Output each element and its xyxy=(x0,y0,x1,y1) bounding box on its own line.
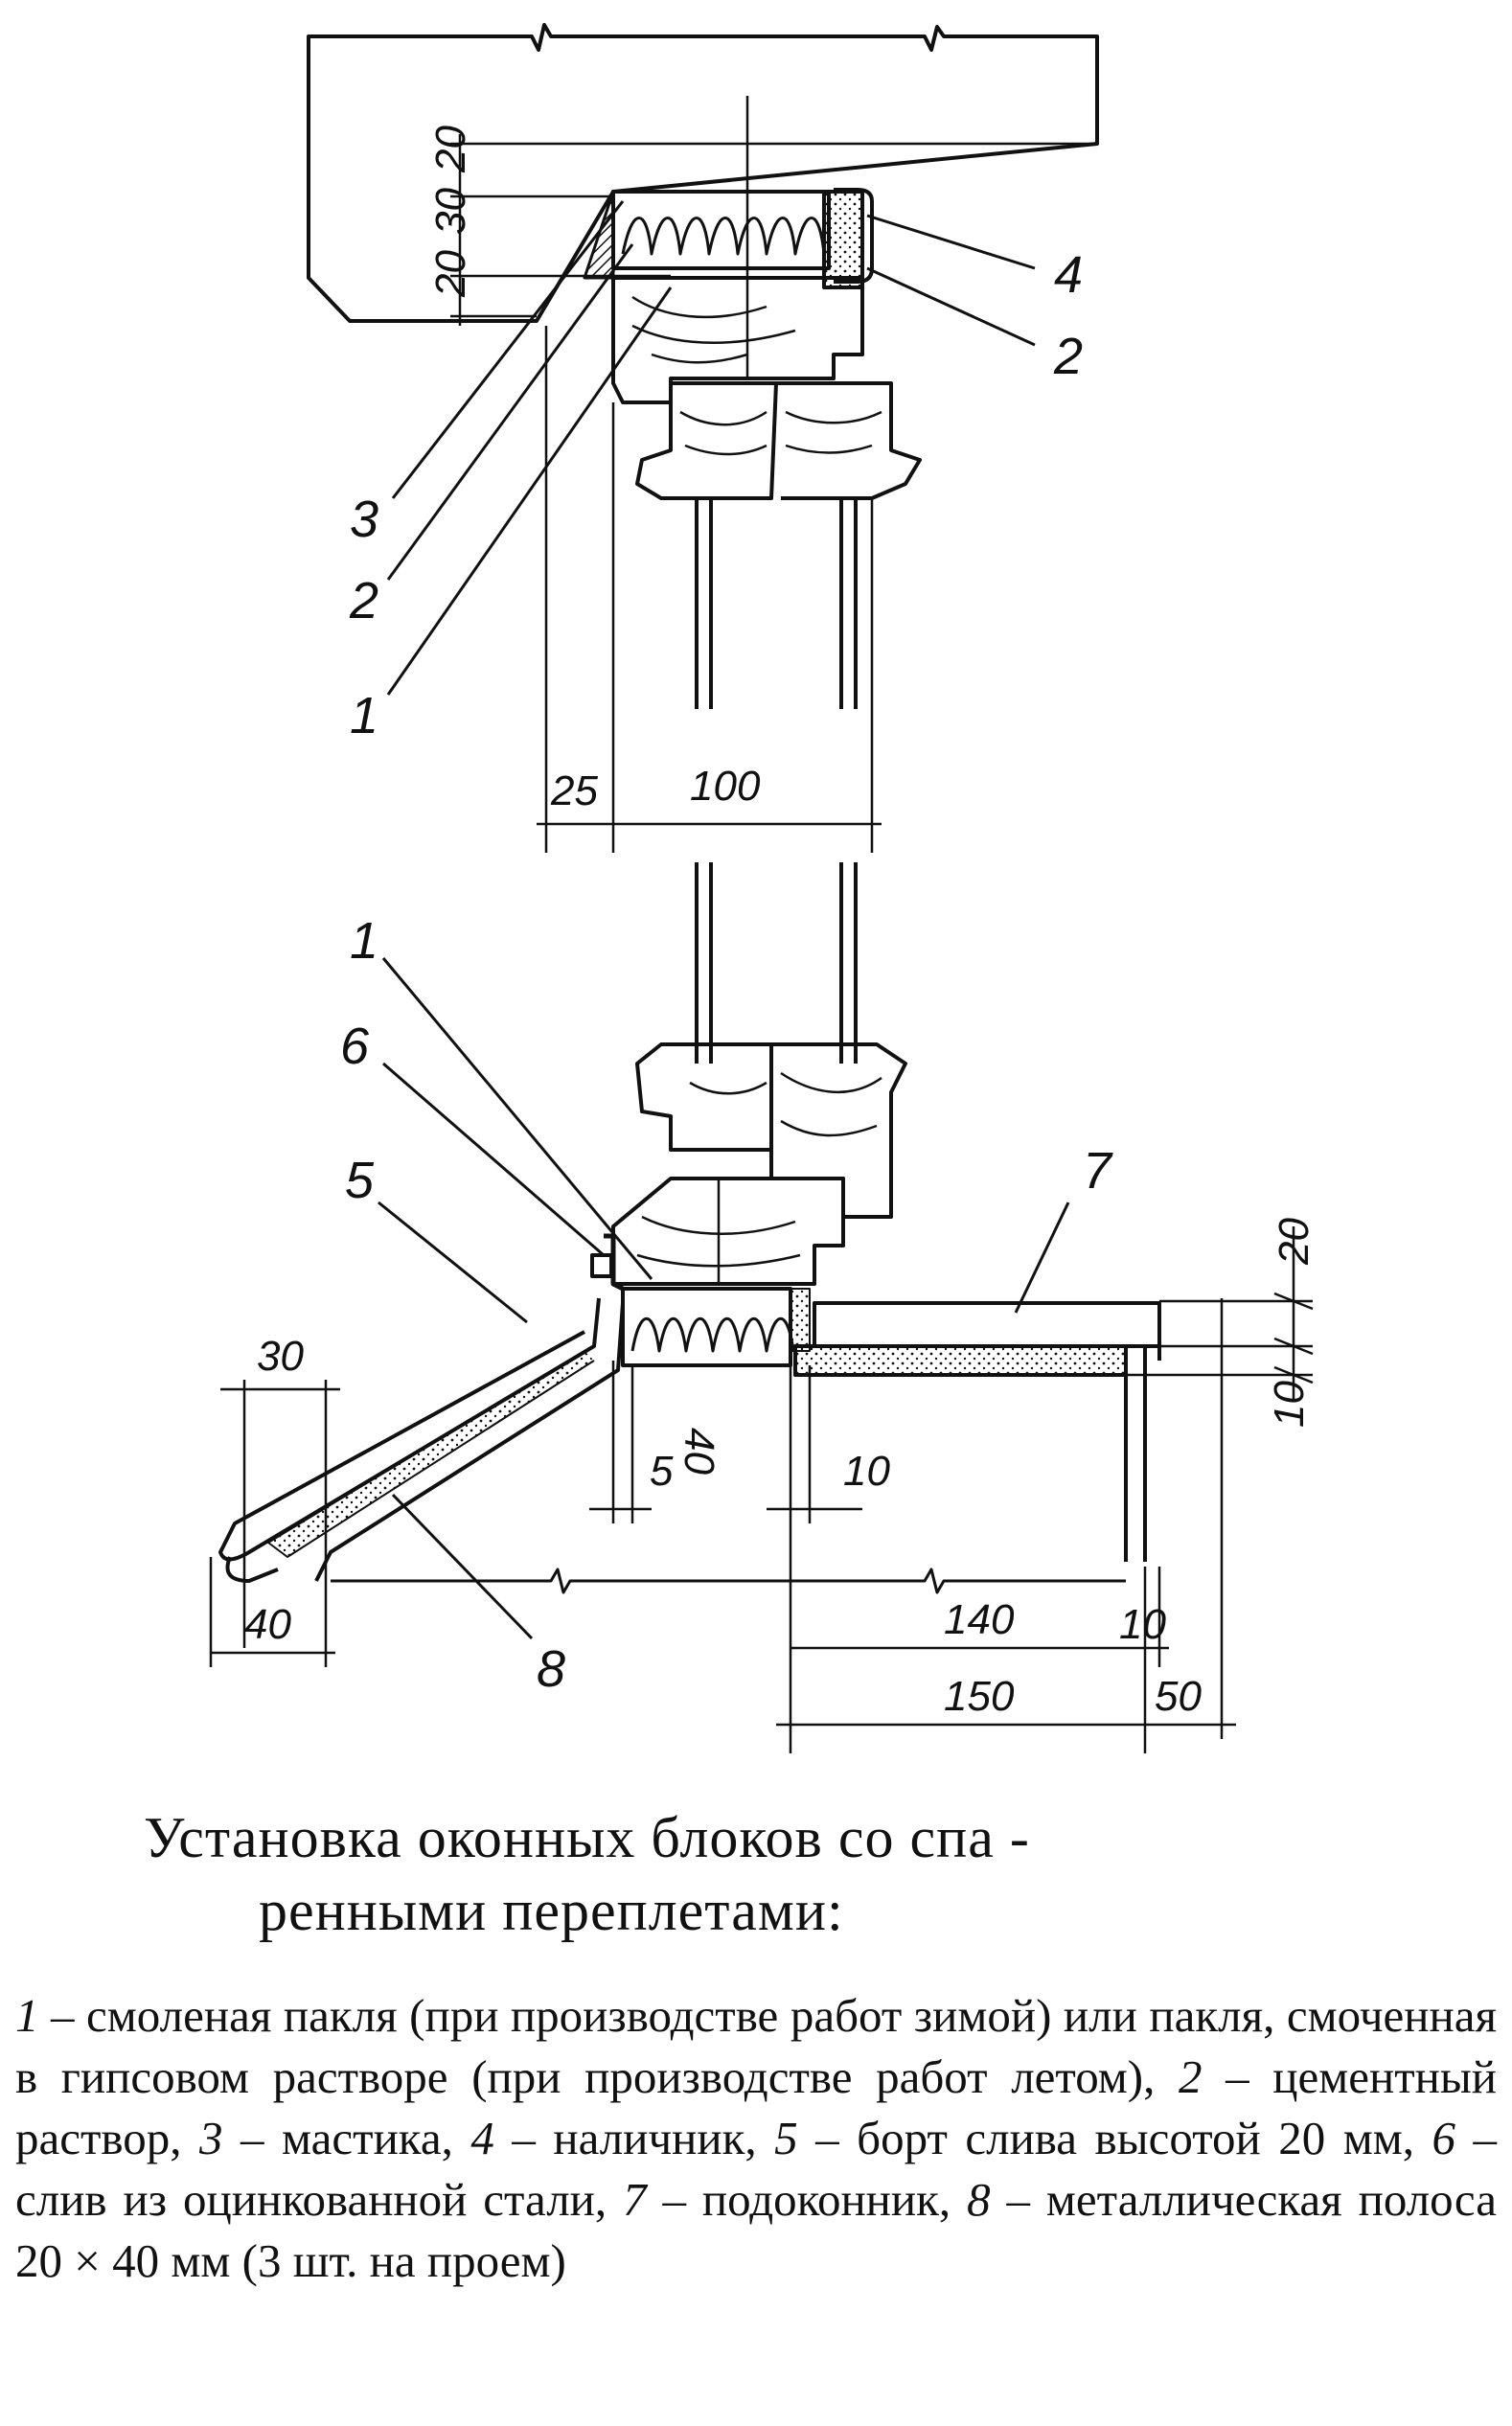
window-sill-board xyxy=(793,1301,1161,1562)
dim-10-small: 10 xyxy=(1119,1601,1166,1648)
dim-5: 5 xyxy=(650,1448,674,1495)
dim-top-30: 30 xyxy=(427,188,474,235)
dim-top-20b: 20 xyxy=(427,250,474,298)
dim-20-right: 20 xyxy=(1271,1218,1317,1266)
callout-7: 7 xyxy=(1083,1142,1113,1200)
legend-text-3: – мастика, xyxy=(222,2112,471,2164)
middle-dimension xyxy=(537,326,882,853)
callout-2-right: 2 xyxy=(1053,328,1083,385)
legend-num-2: 2 xyxy=(1178,2050,1203,2103)
dim-100: 100 xyxy=(690,763,761,810)
callout-3: 3 xyxy=(350,491,378,548)
legend-num-1: 1 xyxy=(15,1989,39,2042)
legend-text-6: – слив из оцинкованной стали, xyxy=(15,2112,1497,2226)
legend-num-6: 6 xyxy=(1432,2112,1455,2164)
legend-text-4: – наличник, xyxy=(493,2112,775,2164)
legend-text-1: – смоленая пакля (при производстве работ… xyxy=(15,1989,1497,2103)
legend-num-8: 8 xyxy=(967,2173,991,2226)
dim-40-vertical: 40 xyxy=(676,1428,722,1475)
legend-num-4: 4 xyxy=(470,2112,494,2164)
callout-2-top: 2 xyxy=(349,572,378,629)
callout-5: 5 xyxy=(345,1152,375,1209)
legend-text-7: – подоконник, xyxy=(646,2173,968,2226)
legend-text-8: – металлическая полоса 20 × 40 мм (3 шт.… xyxy=(15,2173,1497,2287)
callout-4: 4 xyxy=(1054,246,1083,304)
dim-10-middle: 10 xyxy=(843,1448,890,1495)
callout-8: 8 xyxy=(537,1640,565,1698)
legend-num-3: 3 xyxy=(198,2112,223,2164)
figure-caption: Установка оконных блоков со спа - ренным… xyxy=(144,1801,1370,1947)
dim-top-20a: 20 xyxy=(427,126,474,173)
caption-line-1: Установка оконных блоков со спа - xyxy=(144,1806,1030,1869)
legend-num-5: 5 xyxy=(774,2112,798,2164)
dim-150: 150 xyxy=(944,1673,1015,1720)
caption-line-2: ренными переплетами: xyxy=(259,1879,844,1942)
callout-1-bottom: 1 xyxy=(350,912,378,970)
window-installation-drawing: 20 30 20 25 100 30 40 5 10 40 140 10 150… xyxy=(209,23,1317,1753)
callout-6: 6 xyxy=(340,1018,370,1075)
leader-lines xyxy=(378,200,1070,1640)
dim-25: 25 xyxy=(550,767,598,814)
legend-paragraph: 1 – смоленая пакля (при производстве раб… xyxy=(15,1985,1497,2292)
bottom-base-line xyxy=(331,1568,1126,1594)
lintel xyxy=(307,23,1099,323)
legend-text-2: – цементный раствор, xyxy=(15,2050,1498,2164)
callout-labels: 3 2 1 4 2 1 6 5 7 8 xyxy=(340,246,1113,1698)
callout-1-top: 1 xyxy=(350,687,378,744)
legend-text-5: – борт слива высотой 20 мм, xyxy=(797,2112,1432,2164)
dim-30: 30 xyxy=(257,1333,304,1380)
lower-frame xyxy=(590,862,907,1367)
dim-40-bottom: 40 xyxy=(244,1601,291,1648)
figure-legend: 1 – смоленая пакля (при производстве раб… xyxy=(15,1985,1497,2292)
dim-140: 140 xyxy=(944,1596,1015,1643)
bottom-dimension-lines xyxy=(209,1226,1314,1753)
dimension-labels: 20 30 20 25 100 30 40 5 10 40 140 10 150… xyxy=(244,126,1317,1720)
legend-num-7: 7 xyxy=(623,2173,647,2226)
external-drip xyxy=(218,1297,625,1583)
dim-10-right: 10 xyxy=(1266,1381,1313,1428)
dim-50: 50 xyxy=(1155,1673,1202,1720)
